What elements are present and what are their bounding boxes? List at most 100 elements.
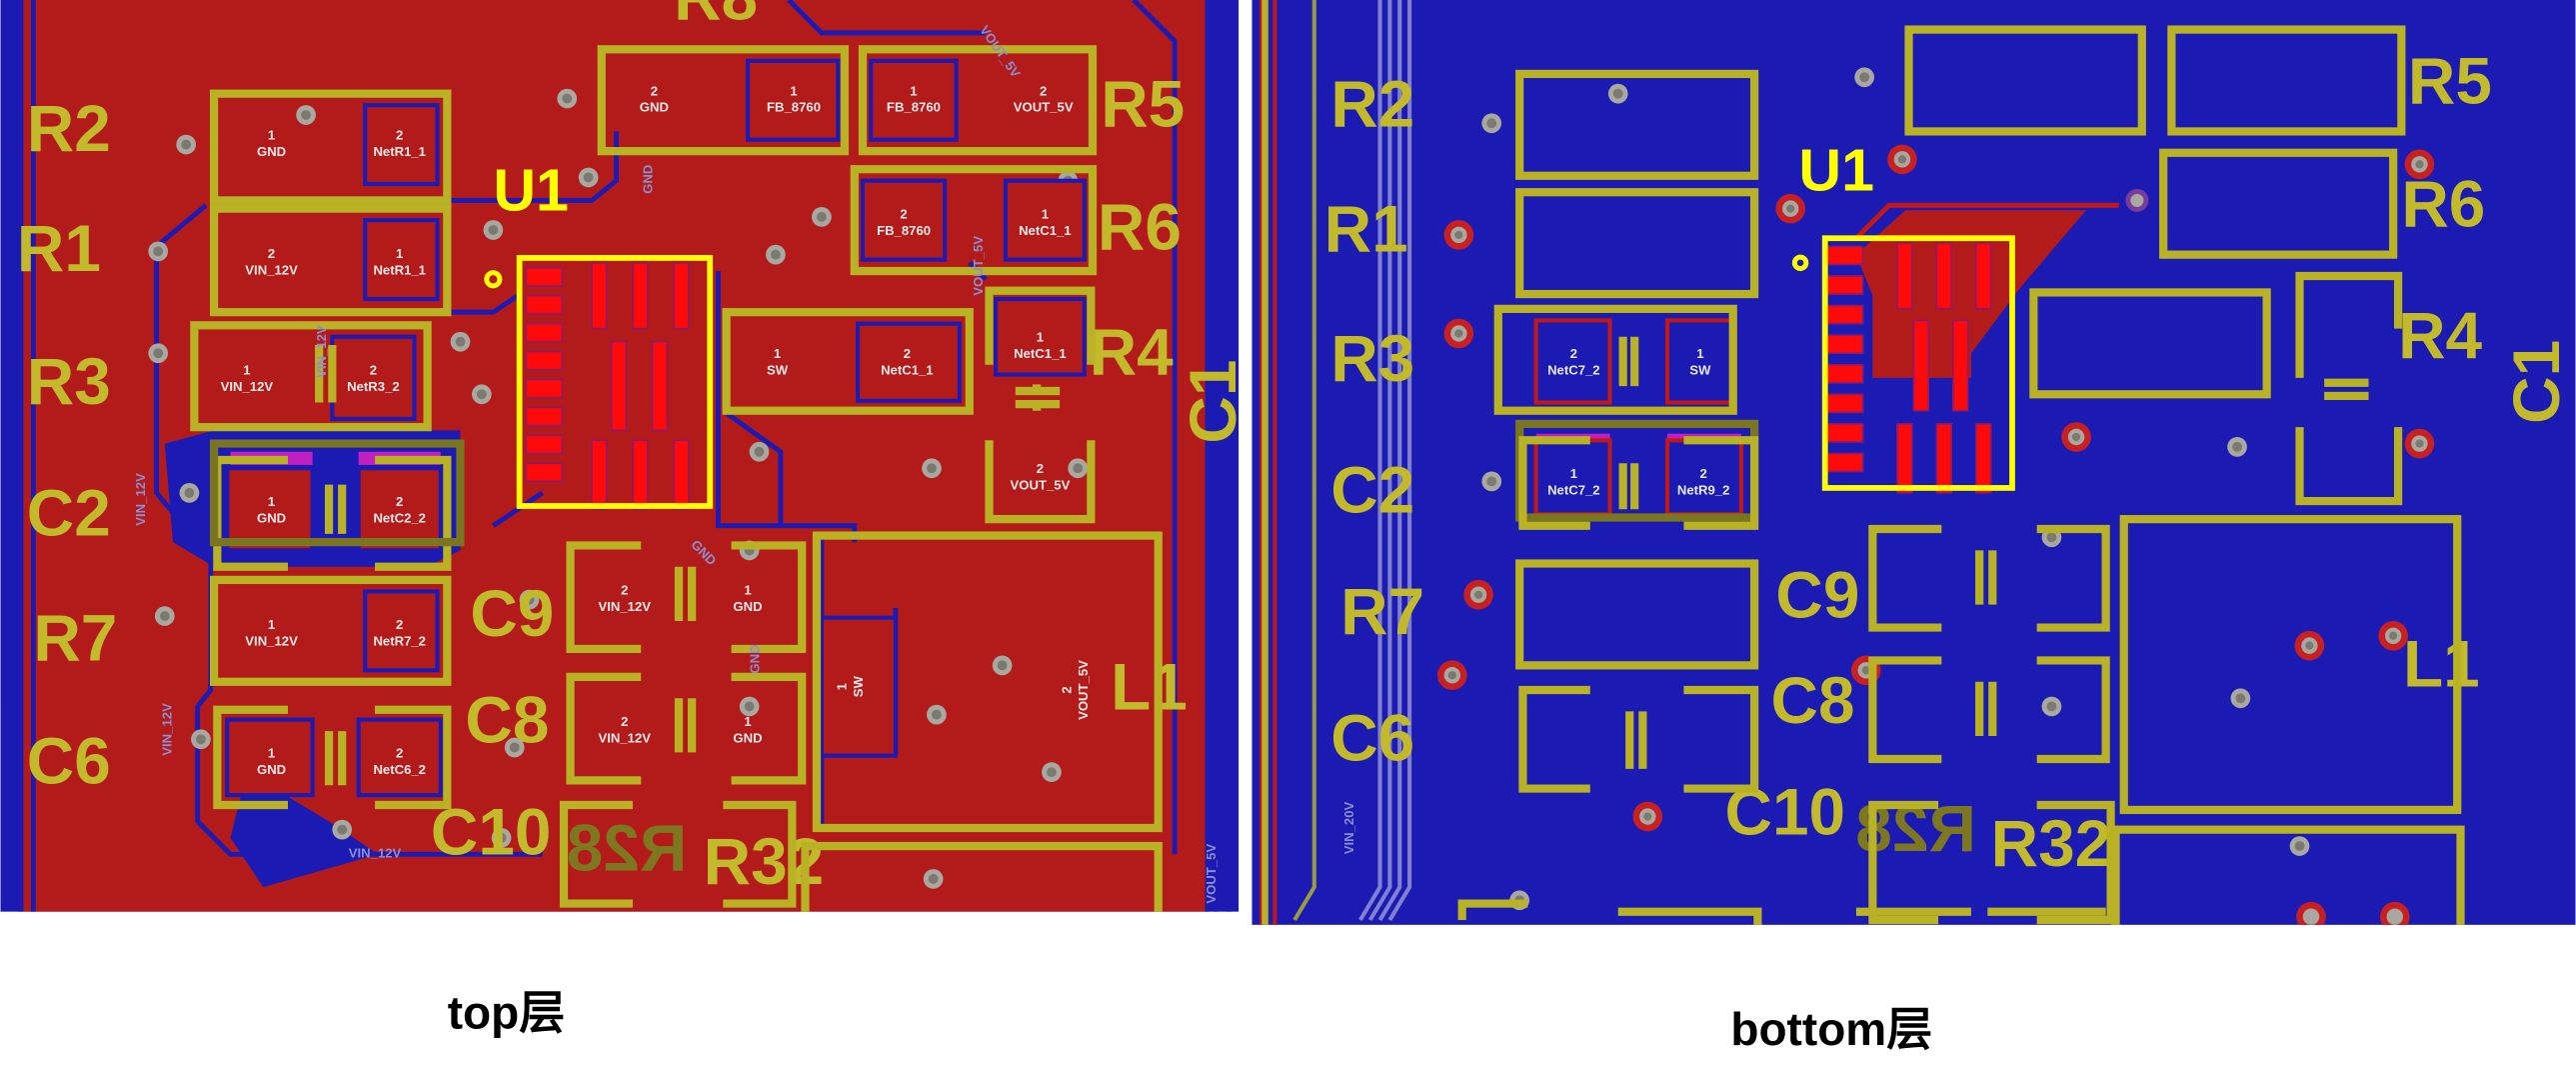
pad-net: FB_8760	[877, 223, 931, 238]
via	[1481, 471, 1502, 492]
via	[1775, 193, 1805, 224]
via	[739, 696, 760, 717]
component-c2[interactable]: 1 GND 2 NetC2_2	[209, 439, 465, 571]
via	[191, 729, 211, 750]
pad-net: VIN_12V	[245, 634, 298, 649]
pad-number: 1	[268, 617, 275, 632]
pad-number: 1	[744, 583, 751, 598]
designator-r2: R2	[1330, 68, 1414, 141]
via	[504, 737, 525, 758]
via	[1443, 318, 1474, 349]
pad-net: FB_8760	[887, 100, 941, 115]
component-bottom-outline[interactable]	[801, 841, 1163, 945]
component-r1[interactable]: 2 VIN_12V 1 NetR1_1	[209, 204, 452, 317]
pad-net: NetC1_1	[1019, 223, 1072, 238]
designator-r2: R2	[27, 92, 111, 165]
u1-pins	[1825, 242, 1992, 494]
via	[2378, 621, 2408, 651]
pad-net: NetR1_1	[373, 144, 426, 159]
pad-number: 2	[1040, 83, 1047, 98]
component-r5[interactable]: 1 FB_8760 2 VOUT_5V	[858, 45, 1098, 156]
via	[491, 828, 512, 848]
component-r4[interactable]: 1 NetC1_1 2 VOUT_5V	[985, 286, 1096, 524]
pad-net: NetC2_2	[373, 510, 426, 525]
pad-net: NetR7_2	[373, 634, 426, 649]
pad-number: 2	[904, 346, 911, 361]
component-outlines[interactable]	[1457, 25, 2465, 962]
top-layer-view[interactable]: R8 R2 R1 R3 C2 R7 C6 R5 R6 R4 C9 C8 C10 …	[0, 0, 1250, 945]
via	[2289, 836, 2310, 856]
component-u1[interactable]	[484, 255, 714, 511]
designator-c1: C1	[1177, 360, 1250, 444]
via	[2230, 688, 2251, 709]
pin1-marker	[1791, 254, 1809, 272]
pad-net: NetC7_2	[1547, 363, 1600, 378]
component-sw-resistor[interactable]: 1 SW 2 NetC1_1	[722, 308, 974, 415]
pad-number: 2	[396, 494, 403, 509]
designator-r3: R3	[1330, 322, 1414, 395]
pad-net: NetC1_1	[881, 363, 934, 378]
u1-outline	[516, 255, 714, 509]
net-label: VIN_12V	[133, 473, 148, 526]
component-r28-outline[interactable]	[559, 800, 797, 908]
designator-c8: C8	[465, 684, 549, 757]
pad-net: VIN_12V	[599, 731, 652, 746]
component-l1[interactable]: 1 SW 2 VOUT_5V	[812, 531, 1163, 833]
component-u1-bottom[interactable]	[1791, 235, 2015, 494]
pad-number: 2	[1699, 466, 1706, 481]
via	[1887, 144, 1917, 175]
pad-number: 2	[396, 745, 403, 760]
designator-c2: C2	[1330, 454, 1414, 527]
pad-number: 2	[396, 128, 403, 143]
pad-net: NetR9_2	[1677, 483, 1730, 498]
bottom-copper-pour	[1252, 0, 2576, 925]
pad-net: VIN_12V	[599, 599, 652, 614]
net-label: VOUT_5V	[1204, 844, 1219, 904]
pad-net: VOUT_5V	[1076, 660, 1091, 720]
component-c2-bottom[interactable]: 1 NetC7_2 2 NetR9_2	[1515, 419, 1759, 530]
component-r8[interactable]: 2 GND 1 FB_8760	[597, 45, 850, 156]
via	[154, 606, 175, 626]
pad-net: VOUT_5V	[1014, 100, 1074, 115]
pad-number: 1	[790, 83, 797, 98]
via	[927, 704, 947, 725]
via	[1443, 220, 1474, 250]
via	[472, 384, 492, 405]
pad-number: 2	[370, 363, 377, 378]
via	[2380, 901, 2410, 925]
pad-number: 1	[1037, 330, 1044, 345]
designator-r7: R7	[33, 601, 117, 674]
designator-r3: R3	[27, 345, 111, 418]
designator-r7: R7	[1340, 575, 1424, 648]
via	[296, 105, 316, 125]
pad-net: NetC6_2	[373, 762, 426, 777]
component-r2[interactable]: 1 GND 2 NetR1_1	[209, 89, 452, 205]
caption-bottom-layer: bottom层	[1730, 1003, 1932, 1055]
pad-net: SW	[1689, 363, 1711, 378]
component-r6[interactable]: 2 FB_8760 1 NetC1_1	[850, 165, 1098, 276]
pad-net: VIN_12V	[245, 262, 298, 277]
pad-number: 1	[1570, 466, 1577, 481]
component-r7[interactable]: 1 VIN_12V 2 NetR7_2	[209, 575, 452, 686]
designator-c1: C1	[2500, 340, 2573, 424]
designator-r4: R4	[1090, 316, 1174, 389]
pad-number: 1	[396, 246, 403, 261]
pad-number: 1	[910, 83, 917, 98]
designator-r5: R5	[1101, 68, 1185, 141]
component-c8[interactable]: 2 VIN_12V 1 GND	[566, 672, 807, 785]
via	[992, 655, 1013, 676]
pad-number: 1	[744, 714, 751, 729]
via	[1437, 660, 1467, 690]
via	[2227, 437, 2247, 457]
pin1-marker	[484, 270, 503, 289]
bottom-layer-view[interactable]: R2 R1 R3 C2 R7 C6 R5 R6 R4 C1 C9 C8 C10 …	[1252, 0, 2576, 962]
component-c6[interactable]: 1 GND 2 NetC6_2	[213, 705, 452, 810]
pad-net: SW	[851, 676, 866, 698]
pad-net: VOUT_5V	[1011, 478, 1071, 493]
u1-pins	[525, 262, 690, 511]
designator-l1: L1	[2403, 628, 2480, 701]
component-r3-bottom[interactable]: 2 NetC7_2 1 SW	[1493, 304, 1737, 415]
component-c9[interactable]: 2 VIN_12V 1 GND	[566, 541, 807, 654]
component-r3[interactable]: 1 VIN_12V 2 NetR3_2	[190, 321, 432, 432]
